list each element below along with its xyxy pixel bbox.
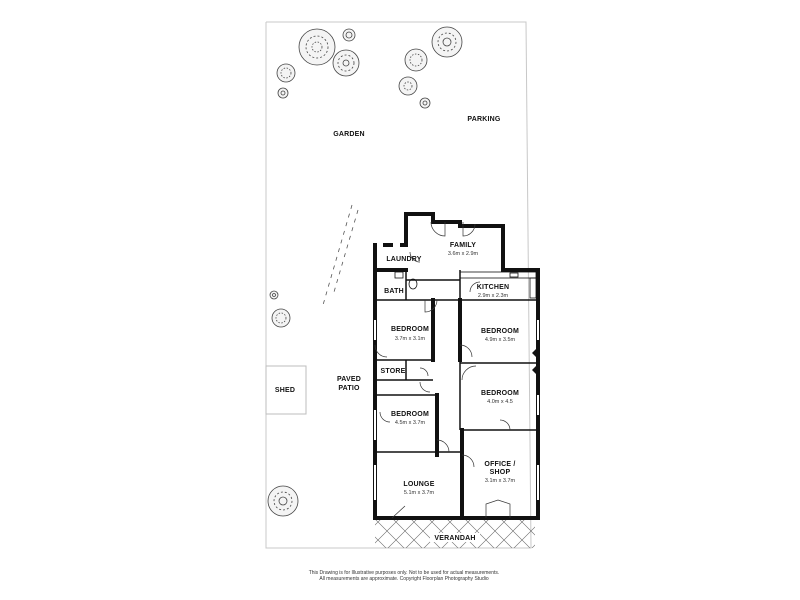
kitchen-size: 2.9m x 2.3m (478, 293, 509, 299)
family-label: FAMILY (450, 242, 476, 249)
office-label-line-1: OFFICE / (484, 461, 515, 468)
kitchen-label: KITCHEN (477, 284, 510, 291)
tree-icon (332, 49, 360, 77)
bedroom-3-size: 4.0m x 4.5 (487, 399, 513, 405)
tree-icon (398, 76, 418, 96)
lounge-size: 5.1m x 3.7m (404, 490, 435, 496)
kitchen-counters (459, 271, 537, 299)
garden-label: GARDEN (333, 131, 365, 138)
store-label: STORE (381, 368, 406, 375)
office-size: 3.1m x 3.7m (485, 478, 516, 484)
doors (374, 221, 511, 519)
tree-icon (277, 87, 289, 99)
disclaimer-line-2: All measurements are approximate. Copyri… (319, 576, 488, 582)
tree-icon (431, 26, 463, 58)
garden-path (322, 204, 359, 306)
interior-walls (375, 270, 538, 520)
trees (267, 26, 463, 517)
tree-icon (276, 63, 296, 83)
bedroom-4-label: BEDROOM (391, 411, 429, 418)
bedroom-2-size: 4.9m x 3.5m (485, 337, 516, 343)
paved-label-line-2: PATIO (338, 385, 360, 392)
bedroom-1-size: 3.7m x 3.1m (395, 336, 426, 342)
bedroom-4-size: 4.5m x 3.7m (395, 420, 426, 426)
shed-label: SHED (275, 387, 295, 394)
bedroom-2-label: BEDROOM (481, 328, 519, 335)
family-size: 3.6m x 2.9m (448, 251, 479, 257)
tree-icon (298, 28, 336, 66)
exterior-walls (373, 212, 540, 520)
verandah-label: VERANDAH (434, 535, 475, 542)
bath-label: BATH (384, 288, 404, 295)
bedroom-1-label: BEDROOM (391, 326, 429, 333)
fireplaces (532, 345, 540, 378)
tree-icon (267, 485, 299, 517)
bedroom-3-label: BEDROOM (481, 390, 519, 397)
verandah-label-bg (430, 533, 480, 542)
windows (374, 320, 539, 500)
office-label-line-2: SHOP (490, 469, 511, 476)
lounge-label: LOUNGE (403, 481, 434, 488)
parking-label: PARKING (467, 116, 501, 123)
tree-icon (419, 97, 431, 109)
disclaimer-line-1: This Drawing is for Illustrative purpose… (309, 570, 500, 576)
tree-icon (404, 48, 428, 72)
bath-fixtures (394, 271, 418, 290)
laundry-label: LAUNDRY (386, 256, 421, 263)
paved-label-line-1: PAVED (337, 376, 361, 383)
tree-icon (269, 290, 279, 300)
tree-icon (342, 28, 356, 42)
tree-icon (271, 308, 291, 328)
shed-outline (265, 365, 307, 415)
